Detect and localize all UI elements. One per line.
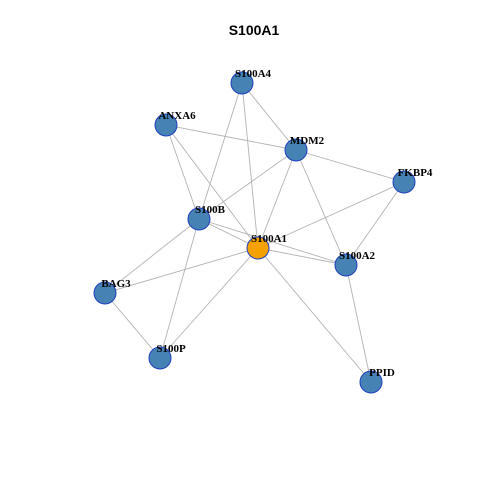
edge-s100a1-s100a2 — [257, 247, 347, 266]
edge-s100b-bag3 — [104, 218, 200, 294]
edge-s100a2-ppid — [345, 264, 372, 383]
edge-bag3-s100p — [104, 292, 161, 359]
graph-title: S100A1 — [229, 22, 280, 38]
edge-mdm2-fkbp4 — [295, 149, 405, 183]
edge-anxa6-mdm2 — [165, 124, 297, 151]
node-label: MDM2 — [290, 135, 325, 147]
node-circle — [392, 170, 416, 194]
node-label: S100A4 — [235, 68, 272, 80]
node-mdm2: MDM2 — [284, 135, 325, 162]
node-circle — [230, 71, 254, 95]
node-s100a1: S100A1 — [246, 233, 287, 260]
node-label: BAG3 — [101, 278, 131, 290]
node-circle — [93, 281, 117, 305]
node-anxa6: ANXA6 — [154, 110, 196, 137]
node-circle — [187, 207, 211, 231]
edge-fkbp4-s100a1 — [257, 181, 405, 249]
edge-s100a4-mdm2 — [241, 82, 297, 151]
node-label: S100B — [195, 204, 226, 216]
node-circle — [334, 253, 358, 277]
edge-mdm2-s100a1 — [257, 149, 297, 249]
node-circle — [246, 236, 270, 260]
node-label: ANXA6 — [158, 110, 196, 122]
node-s100a2: S100A2 — [334, 250, 376, 277]
edge-anxa6-s100b — [165, 124, 200, 220]
node-s100a4: S100A4 — [230, 68, 272, 95]
edge-mdm2-s100a2 — [295, 149, 347, 266]
node-bag3: BAG3 — [93, 278, 131, 305]
node-fkbp4: FKBP4 — [392, 167, 433, 194]
edge-s100a1-ppid — [257, 247, 372, 383]
edge-s100a4-s100a1 — [241, 82, 259, 249]
node-label: PPID — [369, 367, 395, 379]
edge-s100a4-s100b — [198, 82, 243, 220]
node-s100p: S100P — [148, 343, 186, 370]
edge-s100a1-s100p — [159, 247, 259, 359]
node-circle — [154, 113, 178, 137]
node-circle — [359, 370, 383, 394]
edge-mdm2-s100b — [198, 149, 297, 220]
node-circle — [284, 138, 308, 162]
node-label: FKBP4 — [398, 167, 433, 179]
node-circle — [148, 346, 172, 370]
edge-s100b-s100p — [159, 218, 200, 359]
edge-s100a1-bag3 — [104, 247, 259, 294]
node-ppid: PPID — [359, 367, 395, 394]
edge-fkbp4-s100a2 — [345, 181, 405, 266]
edges-layer — [104, 82, 405, 383]
node-label: S100P — [156, 343, 186, 355]
node-s100b: S100B — [187, 204, 226, 231]
edge-s100b-s100a2 — [198, 218, 347, 266]
node-label: S100A2 — [339, 250, 376, 262]
node-label: S100A1 — [251, 233, 287, 245]
edge-anxa6-s100a1 — [165, 124, 259, 249]
